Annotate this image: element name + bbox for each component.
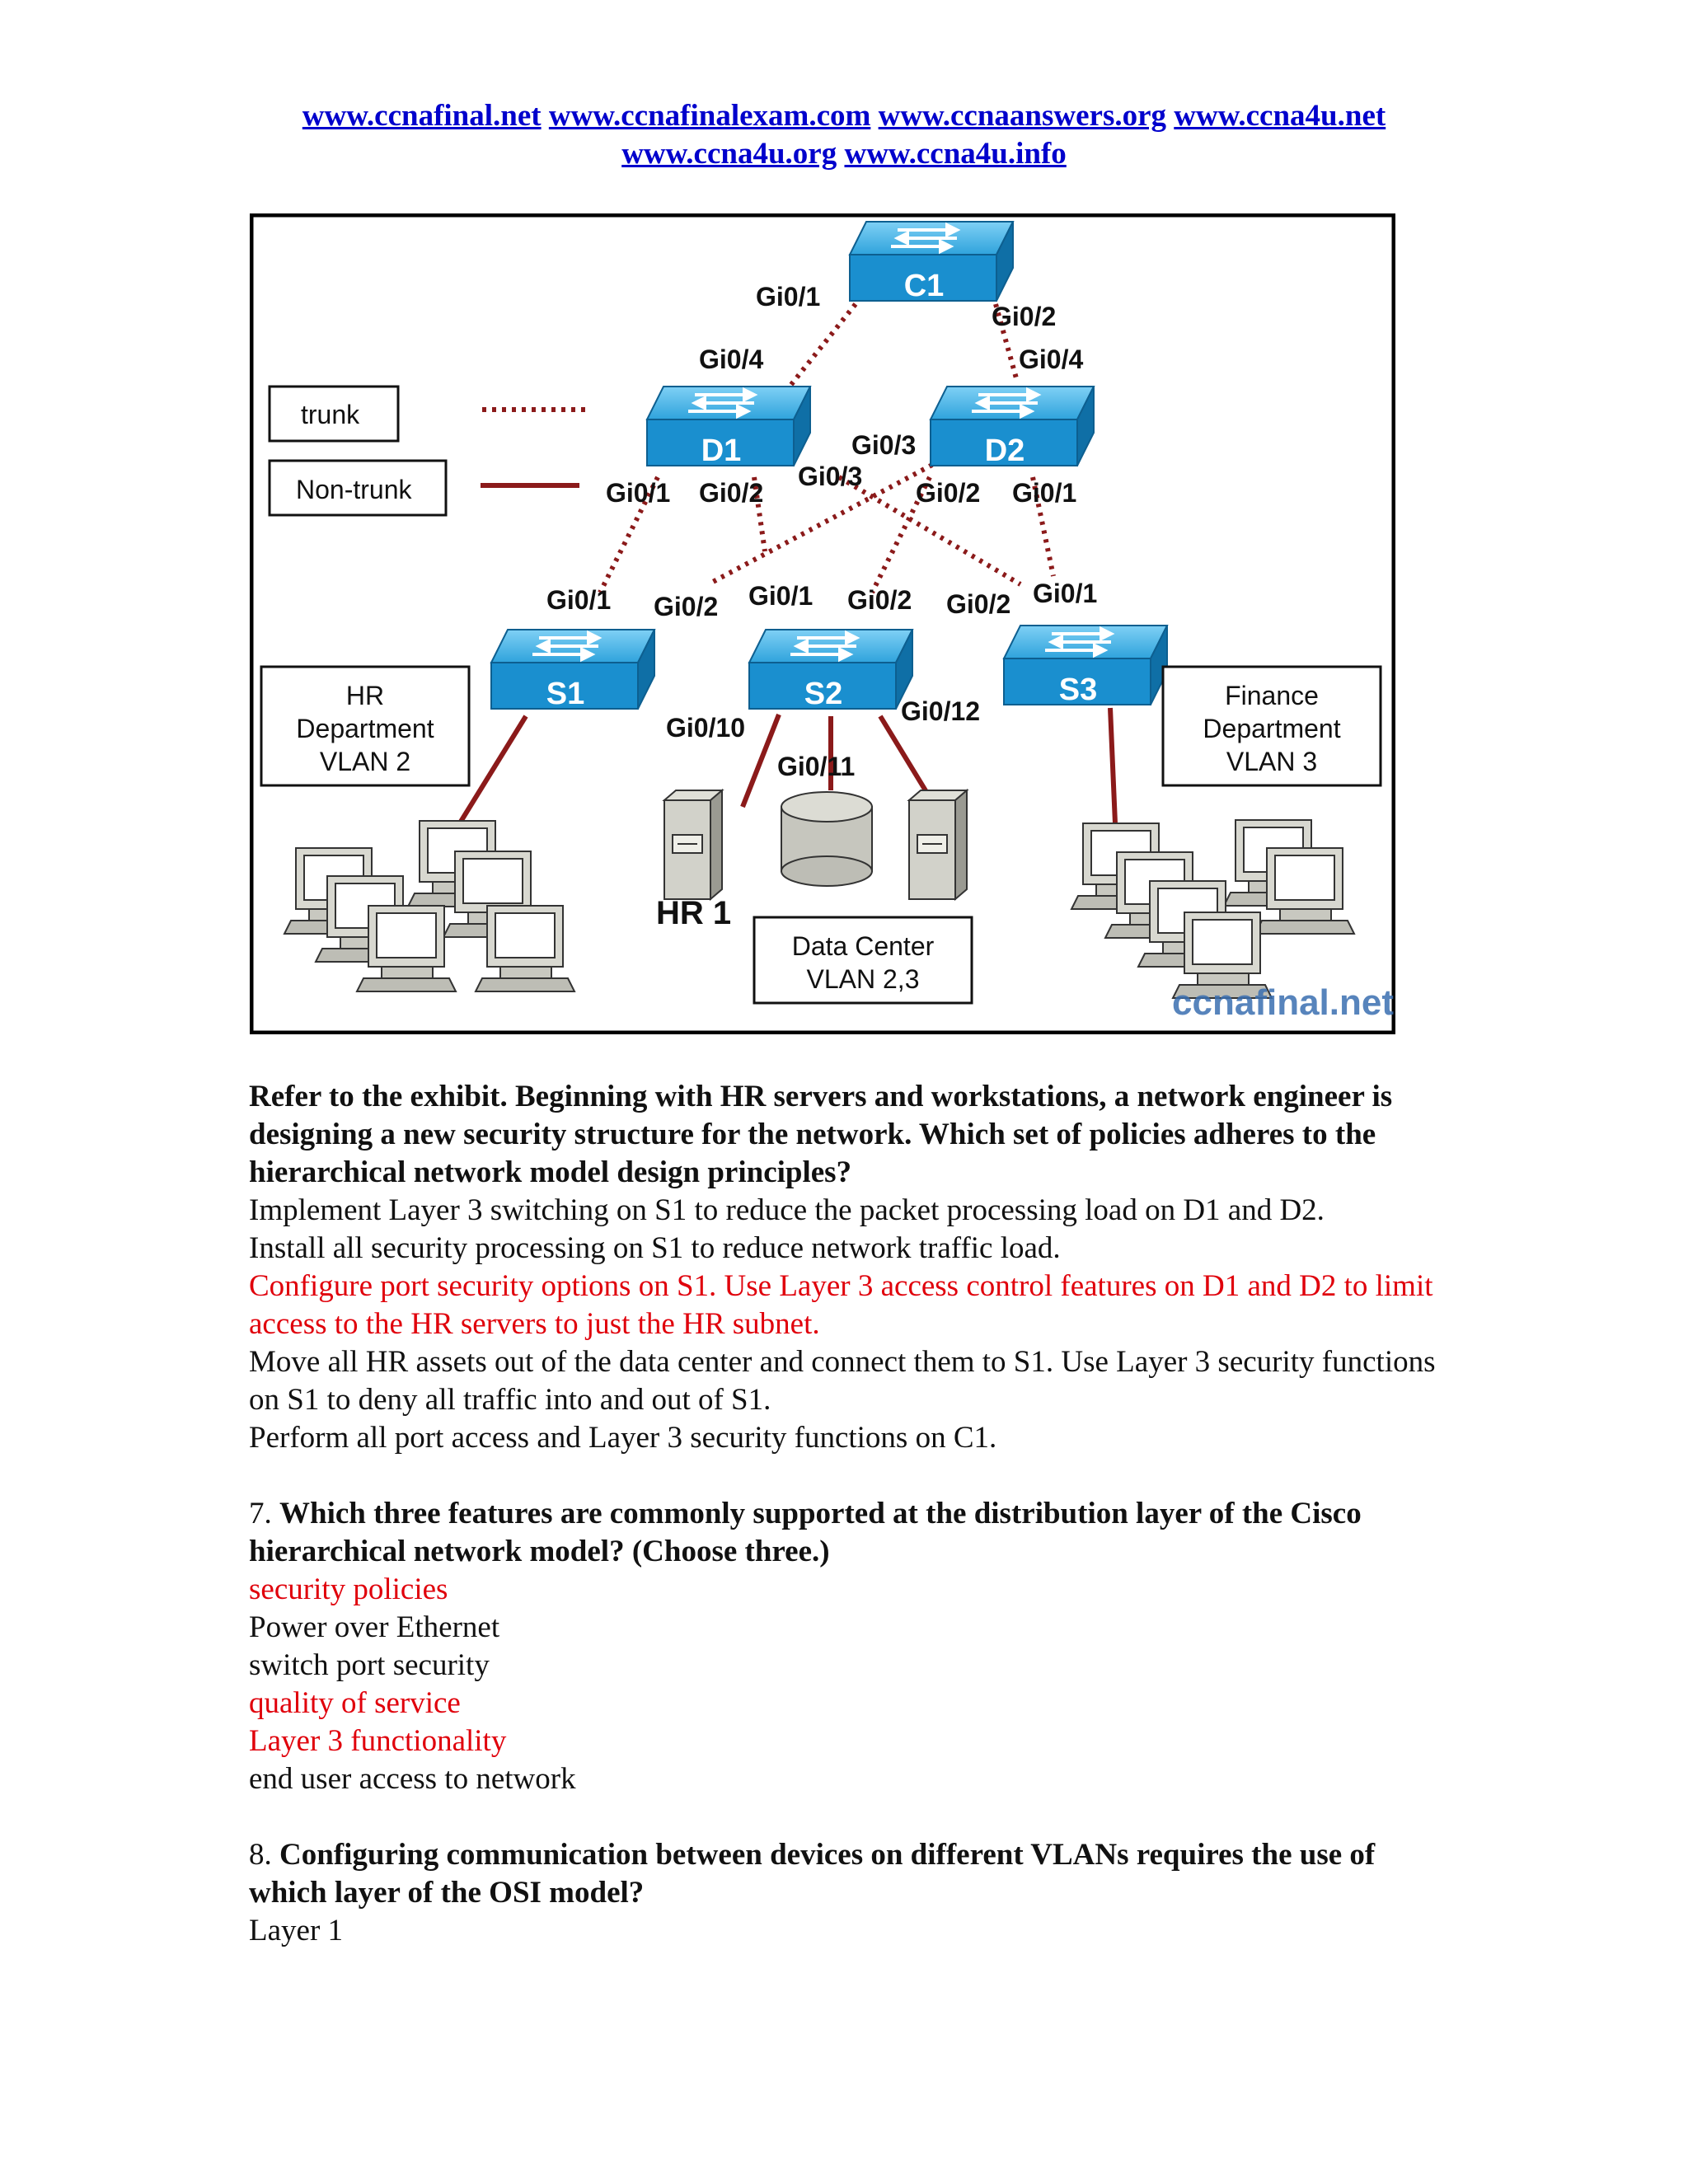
pc-icon — [356, 905, 457, 992]
data-center-box — [753, 916, 973, 1005]
port-label: Gi0/1 — [606, 478, 670, 508]
switch-label-s3: S3 — [1059, 673, 1097, 707]
finance-department-box — [1161, 665, 1382, 787]
switch-label-d1: D1 — [701, 434, 742, 468]
link-ccnaanswers-org[interactable]: www.ccnaanswers.org — [878, 99, 1167, 133]
hr1-server-icon — [663, 790, 723, 900]
header-line-1: www.ccnafinal.net www.ccnafinalexam.com … — [0, 97, 1688, 135]
spacer — [249, 1457, 1452, 1495]
q7-option-6: end user access to network — [249, 1762, 576, 1796]
link-ccna4u-net[interactable]: www.ccna4u.net — [1174, 99, 1386, 133]
hr-box-line-2: Department — [296, 714, 434, 743]
q8-number: 8 — [249, 1838, 265, 1872]
network-diagram: C1 D1 D2 S1 S2 S3 Gi0/1 Gi0/2 Gi0/4 Gi0/… — [250, 213, 1395, 1034]
legend-nontrunk-box — [268, 459, 448, 517]
port-label: Gi0/4 — [699, 344, 763, 374]
port-label: Gi0/3 — [798, 462, 862, 491]
port-label: Gi0/1 — [748, 581, 813, 611]
pc-icon — [1254, 847, 1355, 935]
port-label: Gi0/1 — [756, 282, 820, 312]
pc-icon — [475, 905, 575, 992]
finance-box-line-2: Department — [1203, 714, 1340, 743]
q6-option-3-correct: Configure port security options on S1. U… — [249, 1269, 1433, 1341]
q7-option-3: switch port security — [249, 1648, 490, 1682]
storage-icon — [781, 791, 873, 887]
legend-trunk-label: trunk — [301, 400, 360, 429]
port-label: Gi0/4 — [1019, 344, 1083, 374]
link-ccnafinalexam-com[interactable]: www.ccnafinalexam.com — [548, 99, 871, 133]
q7-question-block: 7. Which three features are commonly sup… — [249, 1497, 1362, 1568]
link-ccna4u-org[interactable]: www.ccna4u.org — [621, 137, 837, 171]
port-label: Gi0/11 — [777, 752, 855, 781]
switch-label-s2: S2 — [804, 677, 842, 711]
q6-option-2: Install all security processing on S1 to… — [249, 1231, 1061, 1265]
q7-question: Which three features are commonly suppor… — [249, 1497, 1362, 1568]
header-line-2: www.ccna4u.org www.ccna4u.info — [0, 135, 1688, 173]
network-exhibit: C1 D1 D2 S1 S2 S3 Gi0/1 Gi0/2 Gi0/4 Gi0/… — [250, 213, 1395, 1034]
spacer — [249, 1798, 1452, 1836]
port-label: Gi0/2 — [654, 592, 718, 621]
question-content: Refer to the exhibit. Beginning with HR … — [249, 1078, 1452, 1950]
q7-option-1-correct: security policies — [249, 1572, 448, 1606]
legend-trunk-box — [268, 385, 400, 443]
port-label: Gi0/1 — [1033, 579, 1097, 608]
link-ccna4u-info[interactable]: www.ccna4u.info — [844, 137, 1067, 171]
switch-label-c1: C1 — [904, 269, 945, 303]
q7-option-4-correct: quality of service — [249, 1686, 461, 1720]
hr-box-line-3: VLAN 2 — [320, 747, 410, 776]
datacenter-box-line-1: Data Center — [792, 931, 935, 961]
q6-option-4: Move all HR assets out of the data cente… — [249, 1345, 1436, 1417]
datacenter-box-line-2: VLAN 2,3 — [807, 964, 920, 994]
q8-question-block: 8. Configuring communication between dev… — [249, 1838, 1376, 1910]
q7-number: 7 — [249, 1497, 265, 1530]
link-ccnafinal-net[interactable]: www.ccnafinal.net — [302, 99, 542, 133]
hr1-label: HR 1 — [656, 895, 731, 931]
hr-department-box — [260, 665, 471, 787]
q6-option-1: Implement Layer 3 switching on S1 to red… — [249, 1193, 1325, 1227]
header-links: www.ccnafinal.net www.ccnafinalexam.com … — [0, 97, 1688, 173]
hr-box-line-1: HR — [346, 681, 384, 710]
port-label: Gi0/2 — [992, 302, 1056, 331]
q6-question: Refer to the exhibit. Beginning with HR … — [249, 1080, 1393, 1189]
port-label: Gi0/2 — [699, 478, 763, 508]
finance-box-line-3: VLAN 3 — [1226, 747, 1317, 776]
server-icon — [908, 790, 968, 900]
q6-option-5: Perform all port access and Layer 3 secu… — [249, 1421, 997, 1455]
port-label: Gi0/2 — [847, 585, 912, 615]
port-label: Gi0/2 — [916, 478, 980, 508]
finance-box-line-1: Finance — [1225, 681, 1319, 710]
port-label: Gi0/1 — [1012, 478, 1076, 508]
q7-option-2: Power over Ethernet — [249, 1610, 500, 1644]
legend-nontrunk-label: Non-trunk — [296, 475, 413, 504]
port-label: Gi0/1 — [546, 585, 611, 615]
q8-option-1: Layer 1 — [249, 1914, 344, 1947]
watermark-text: ccnafinal.net — [1172, 982, 1394, 1023]
q8-question: Configuring communication between device… — [249, 1838, 1376, 1910]
switch-label-d2: D2 — [985, 434, 1025, 468]
port-label: Gi0/10 — [666, 713, 745, 743]
port-label: Gi0/2 — [946, 589, 1010, 619]
switch-label-s1: S1 — [546, 677, 584, 711]
legend: trunk Non-trunk — [268, 385, 588, 517]
port-label: Gi0/3 — [851, 430, 916, 460]
port-label: Gi0/12 — [901, 696, 980, 726]
q7-option-5-correct: Layer 3 functionality — [249, 1724, 507, 1758]
